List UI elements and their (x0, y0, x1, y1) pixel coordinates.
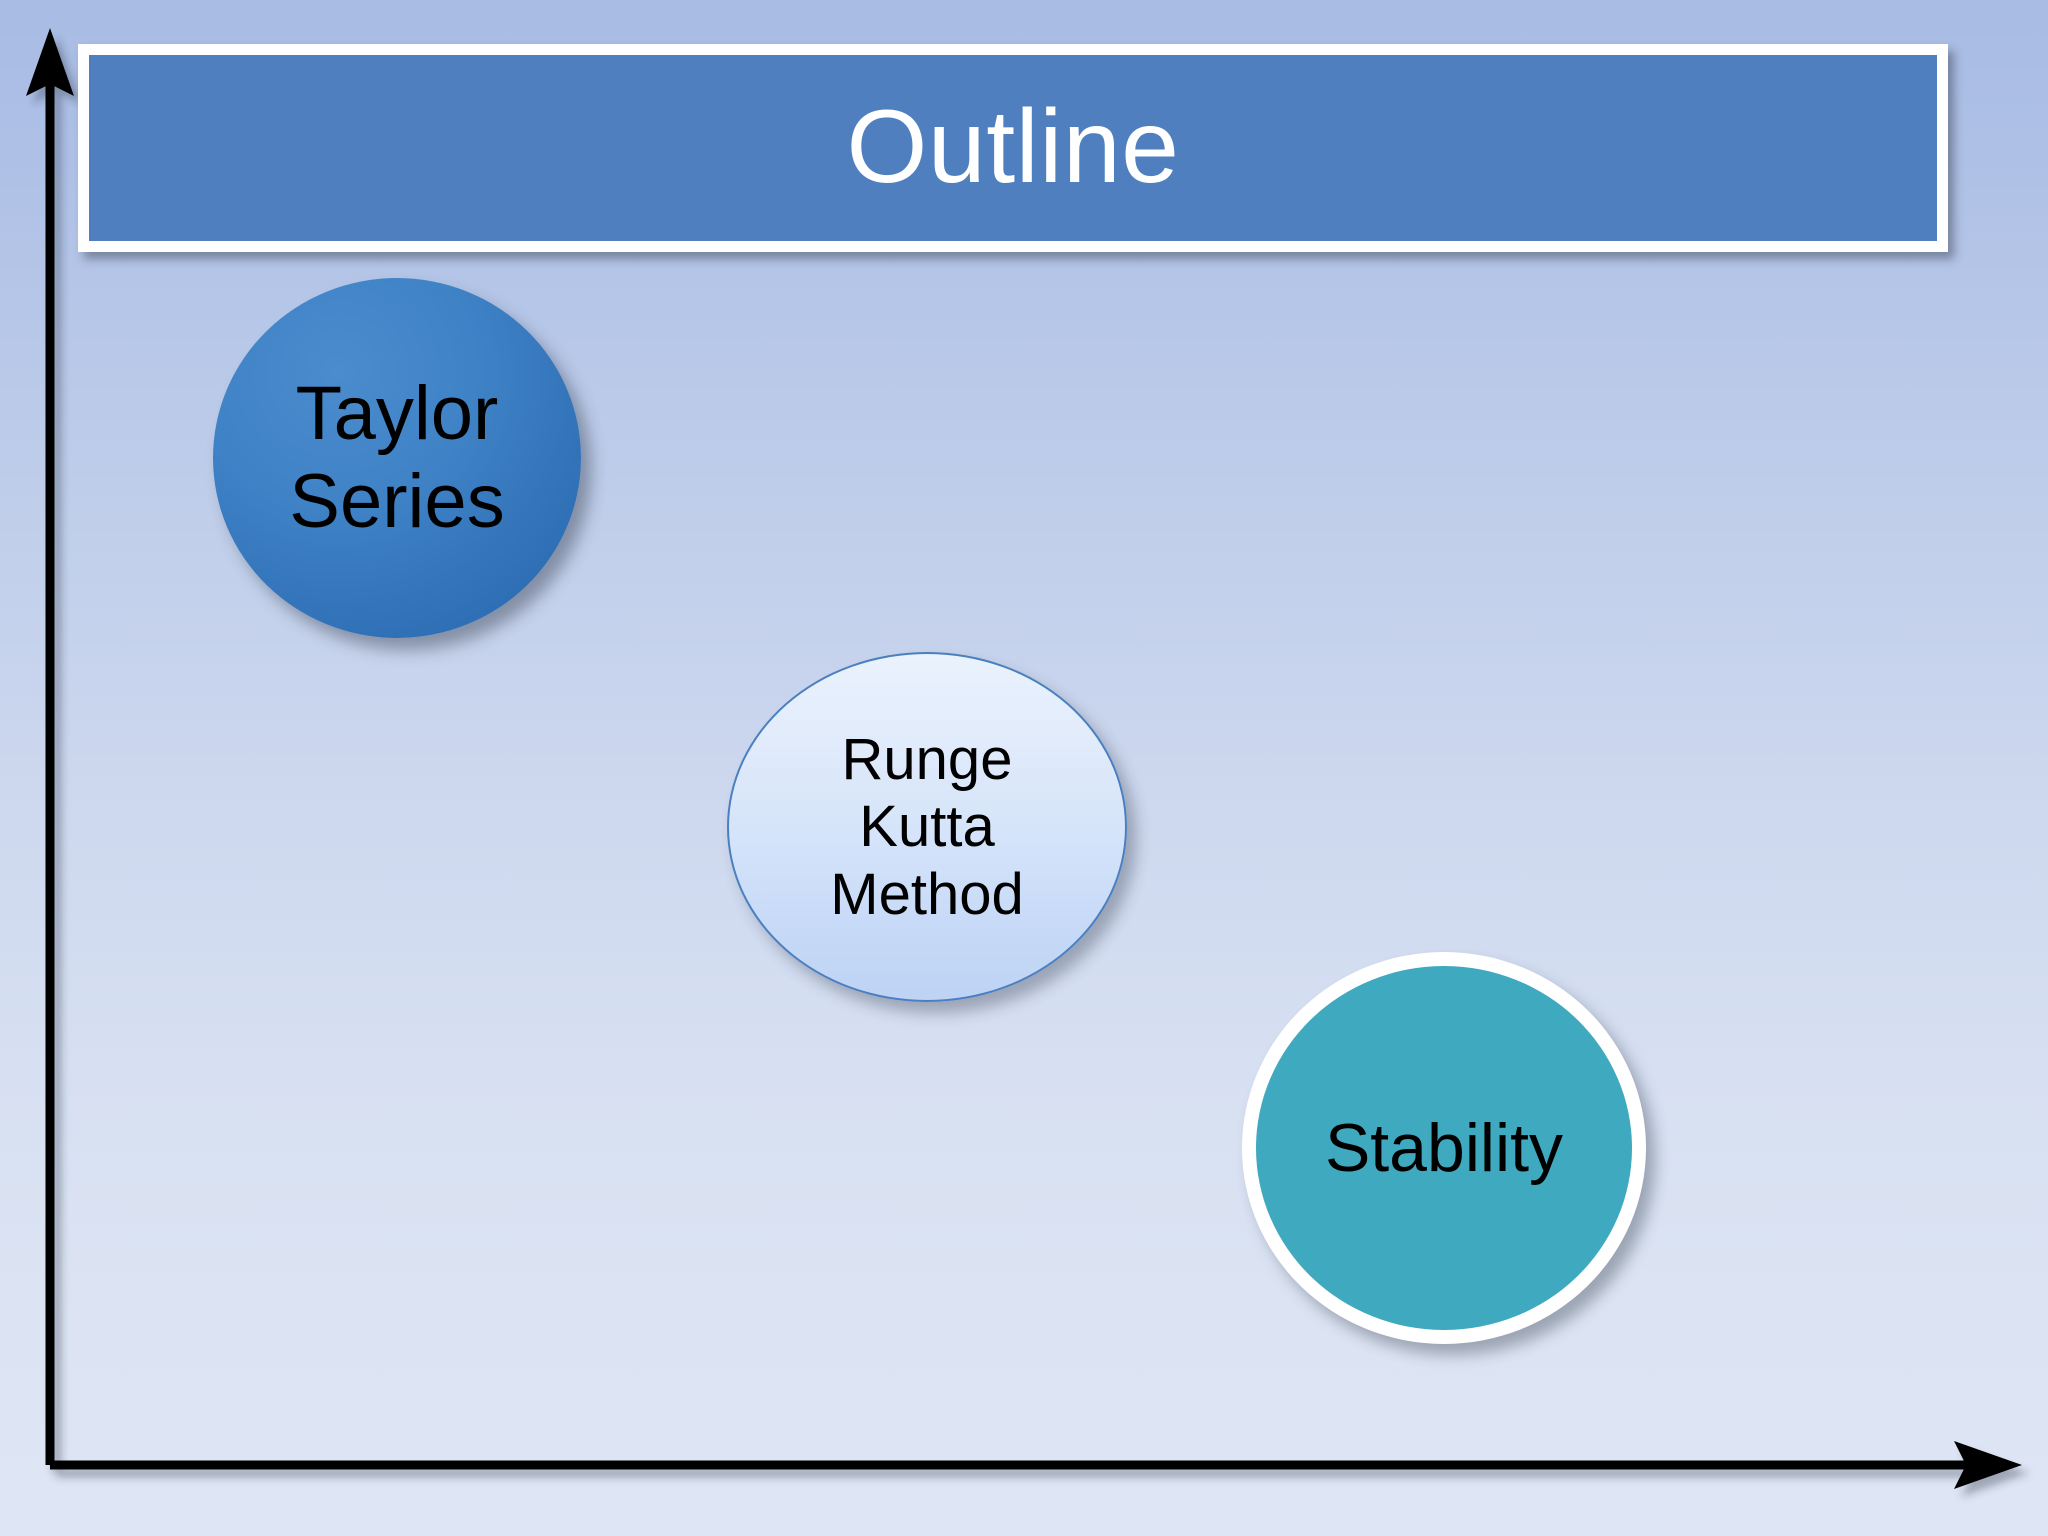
page-title: Outline (846, 89, 1180, 206)
title-banner: Outline (78, 44, 1948, 252)
bubble-taylor-series[interactable]: Taylor Series (213, 278, 581, 638)
x-axis-arrowhead (1954, 1441, 2022, 1489)
bubble-taylor-series-label: Taylor Series (289, 370, 505, 544)
bubble-stability-label: Stability (1324, 1109, 1564, 1186)
y-axis-arrowhead (26, 28, 74, 96)
bubble-runge-kutta-method-label: Runge Kutta Method (830, 727, 1024, 927)
bubble-stability[interactable]: Stability (1242, 952, 1646, 1344)
bubble-runge-kutta-method[interactable]: Runge Kutta Method (727, 652, 1127, 1002)
